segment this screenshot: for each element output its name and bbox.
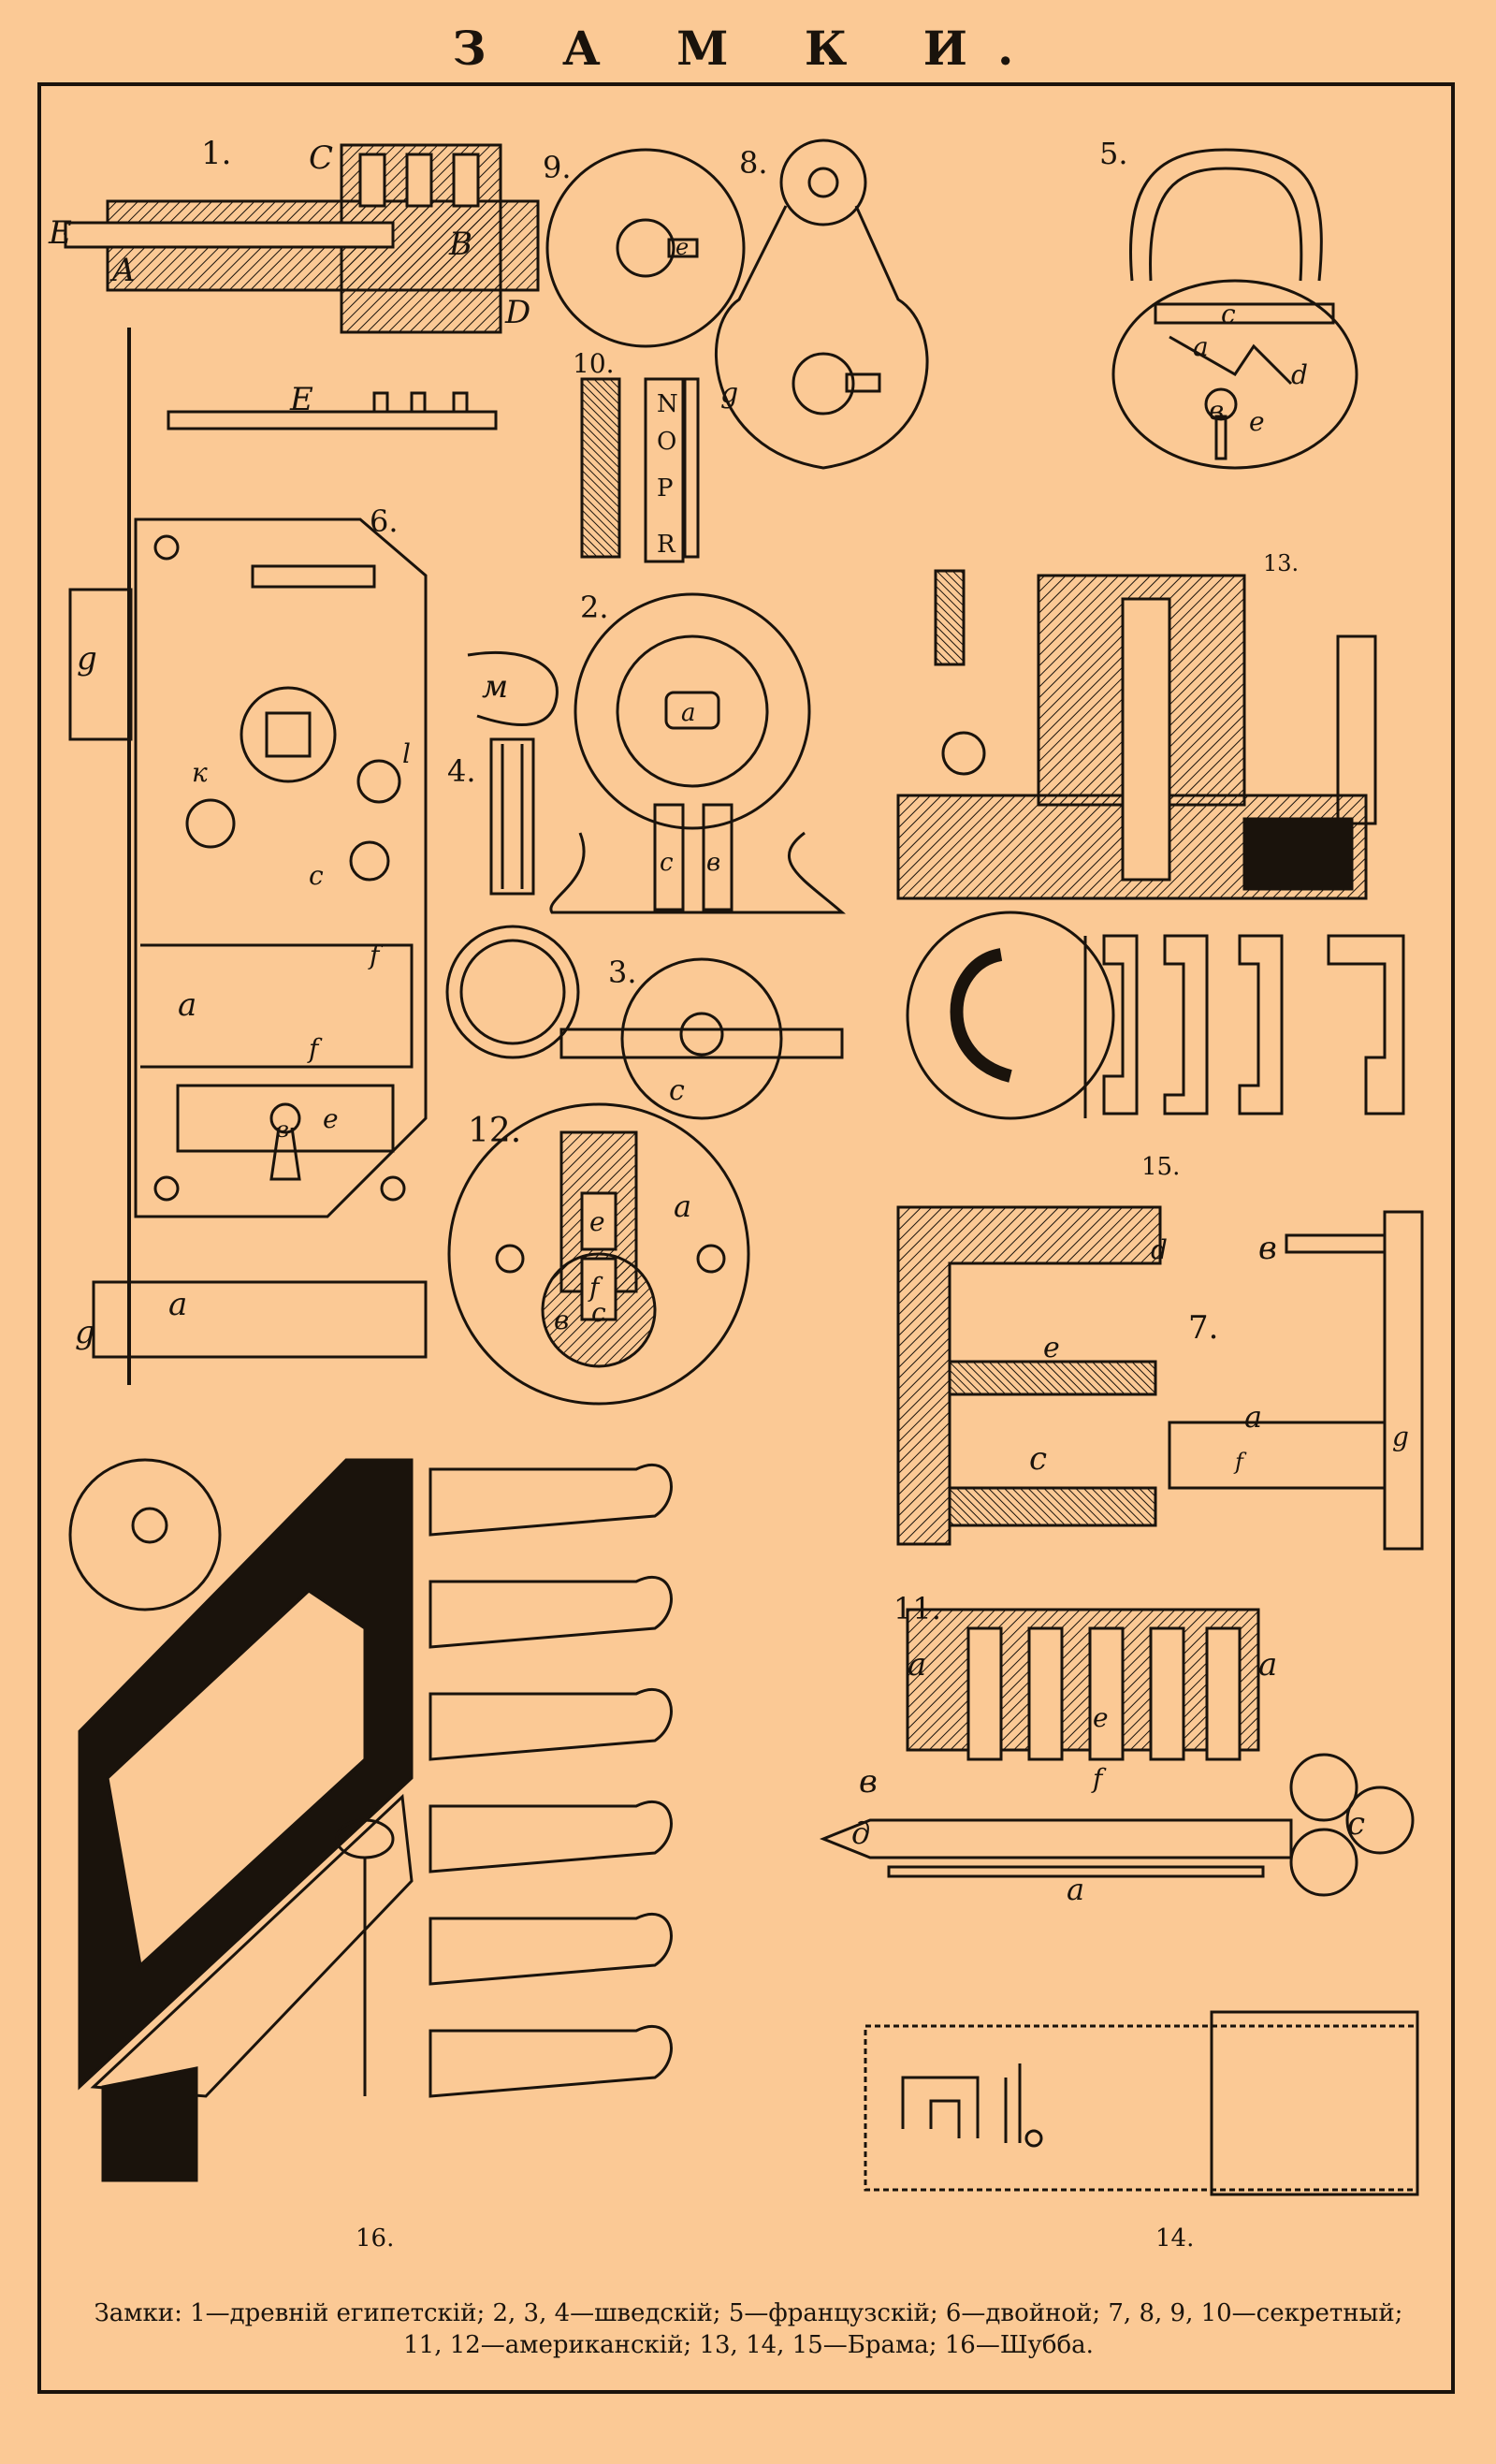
fig-1-letter-b: B (448, 226, 472, 263)
fig-9-number: 9. (543, 150, 572, 185)
fig-7-letter-e: e (1043, 1332, 1060, 1364)
fig-1-letter-c: C (309, 139, 333, 177)
fig-6-number: 6. (370, 503, 399, 539)
fig-2-letter-a: a (681, 699, 696, 727)
fig-5-number: 5. (1099, 136, 1128, 171)
fig-10-letter-o: O (657, 428, 676, 456)
fig-12-letter-v: в (554, 1305, 569, 1335)
plate-frame (37, 82, 1455, 2394)
fig-6-letter-g2: g (75, 1314, 95, 1351)
fig-6-letter-e: e (323, 1103, 339, 1134)
figure-10: 10. N O P R (573, 348, 700, 563)
figure-14: 14. (864, 2010, 1419, 2253)
fig-10-letter-r: R (657, 531, 676, 559)
caption-line-2: 11, 12—американскій; 13, 14, 15—Брама; 1… (403, 2331, 1094, 2359)
fig-6-letter-v: в (276, 1116, 289, 1143)
fig-6-letter-f2: f (307, 1033, 323, 1064)
fig-13-number: 13. (1263, 550, 1299, 576)
figure-2: 2. a c в (549, 590, 846, 914)
fig-10-letter-p: P (657, 474, 674, 503)
fig-6-letter-l: l (402, 738, 411, 769)
figure-11: 11. a a e в f c д a (819, 1591, 1415, 1907)
fig-7-letter-d: d (1151, 1234, 1168, 1265)
fig-3-number: 3. (608, 955, 637, 990)
e-bar-letter: E (289, 381, 313, 418)
fig-14-number: 14. (1155, 2224, 1194, 2253)
fig-7-letter-f: f (1233, 1449, 1247, 1475)
fig-1-letter-d: D (504, 294, 530, 331)
fig-5-letter-d: d (1291, 359, 1308, 390)
figure-12: 12. e a в f c (447, 1102, 750, 1406)
fig-2-number: 2. (580, 590, 609, 625)
fig-6-letter-g: g (77, 640, 97, 678)
fig-7-letter-v: в (1258, 1230, 1277, 1267)
fig-12-letter-c: c (591, 1297, 606, 1328)
fig-6-letter-k: к (192, 757, 208, 788)
fig-8-number: 8. (739, 145, 768, 181)
fig-7-letter-c: c (1029, 1440, 1047, 1478)
fig-11-letter-f: f (1091, 1763, 1107, 1794)
fig-10-letter-n: N (657, 390, 678, 418)
fig-6-letter-m: м (482, 668, 508, 706)
figure-5: 5. c a d в e (1099, 136, 1358, 470)
figure-7: 7. d в e a f g c (896, 1205, 1424, 1551)
fig-12-letter-a: a (674, 1188, 691, 1224)
fig-5-letter-e: e (1249, 406, 1265, 437)
fig-4-number: 4. (447, 753, 476, 789)
fig-1-number: 1. (201, 135, 231, 172)
fig-5-letter-v: в (1209, 395, 1224, 426)
figure-15: 15. (906, 911, 1405, 1181)
fig-6-letter-c: c (309, 860, 324, 891)
figure-9: 9. e (543, 148, 746, 348)
fig-5-letter-a: a (1193, 331, 1209, 362)
figure-13: 13. (896, 550, 1377, 900)
fig-6-letter-a2: a (168, 1286, 187, 1323)
fig-11-letter-e: e (1093, 1702, 1109, 1733)
fig-11-letter-c: c (1347, 1805, 1365, 1843)
figure-1: 1. C E A B D (48, 135, 540, 334)
figure-16: 16. (68, 1458, 673, 2253)
plate-caption: Замки: 1—древній египетскій; 2, 3, 4—шве… (56, 2297, 1441, 2361)
fig-12-letter-e: e (589, 1206, 605, 1237)
fig-16-number: 16. (356, 2224, 394, 2253)
fig-11-letter-d: д (851, 1815, 870, 1851)
fig-5-letter-c: c (1221, 299, 1236, 329)
figure-6: 6. g м к l c f a f e в a g (68, 328, 559, 1385)
fig-2-letter-v: в (706, 849, 720, 877)
chubb-levers (428, 1463, 673, 2098)
fig-11-number: 11. (893, 1591, 941, 1626)
fig-11-letter-v: в (859, 1763, 878, 1801)
fig-6-letter-a1: a (178, 986, 196, 1024)
fig-1-letter-e: E (48, 214, 72, 252)
fig-15-number: 15. (1141, 1153, 1180, 1181)
fig-7-letter-g: g (1392, 1422, 1409, 1452)
figure-3: 3. c (559, 955, 844, 1120)
fig-11-letter-a3: a (1067, 1872, 1084, 1907)
fig-7-number: 7. (1188, 1309, 1218, 1347)
fig-7-letter-a: a (1244, 1399, 1262, 1435)
page-title: З А М К И. (452, 21, 1044, 76)
fig-11-letter-a2: a (1258, 1646, 1277, 1684)
fig-12-number: 12. (468, 1112, 521, 1150)
fig-11-letter-a1: a (908, 1646, 926, 1684)
fig-2-letter-c: c (660, 849, 674, 877)
fig-3-letter-c: c (669, 1074, 685, 1107)
figure-4: 4. (445, 737, 580, 1059)
figure-8: 8. g (715, 139, 929, 470)
fig-10-number: 10. (573, 348, 615, 379)
figure-e-bar: E (167, 381, 498, 430)
fig-9-letter-e: e (675, 234, 689, 260)
fig-8-letter-g: g (720, 377, 738, 410)
caption-line-1: Замки: 1—древній египетскій; 2, 3, 4—шве… (94, 2299, 1403, 2327)
fig-1-letter-a: A (109, 252, 136, 289)
